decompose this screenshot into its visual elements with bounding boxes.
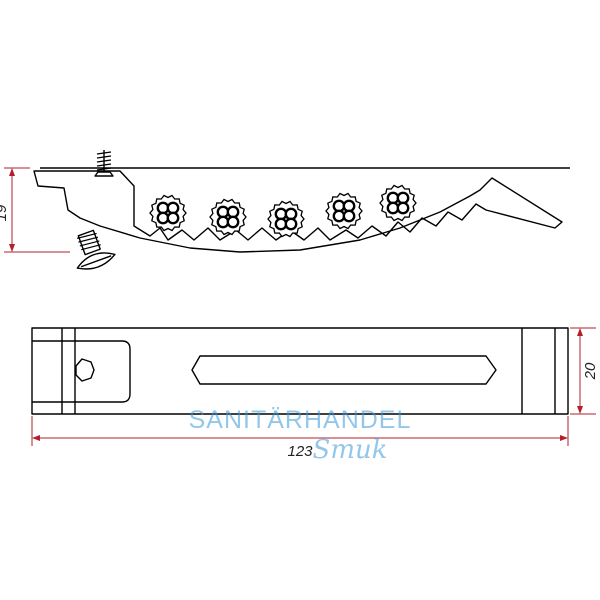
rollers-group (149, 184, 417, 238)
lever-body (33, 170, 563, 253)
watermark-logo: SANITÄRHANDEL Smuk (189, 406, 412, 465)
svg-text:SANITÄRHANDEL: SANITÄRHANDEL (189, 406, 412, 434)
front-view (31, 327, 569, 415)
roller (209, 198, 247, 236)
roller (379, 184, 417, 222)
slot (191, 355, 497, 385)
overall-length-label: 123 (287, 443, 313, 460)
bottom-screw (76, 229, 116, 270)
roller (267, 200, 305, 238)
svg-text:Smuk: Smuk (313, 435, 388, 465)
roller (149, 194, 187, 232)
side-view (33, 150, 570, 270)
front-height-label: 20 (582, 362, 599, 380)
dimension-lines (4, 167, 596, 446)
side-height-label: 19 (0, 204, 10, 221)
top-screw (94, 150, 114, 177)
roller (325, 192, 363, 230)
hinge-plate (32, 340, 131, 403)
bar-outline (31, 327, 569, 415)
hex-bolt (75, 358, 95, 382)
